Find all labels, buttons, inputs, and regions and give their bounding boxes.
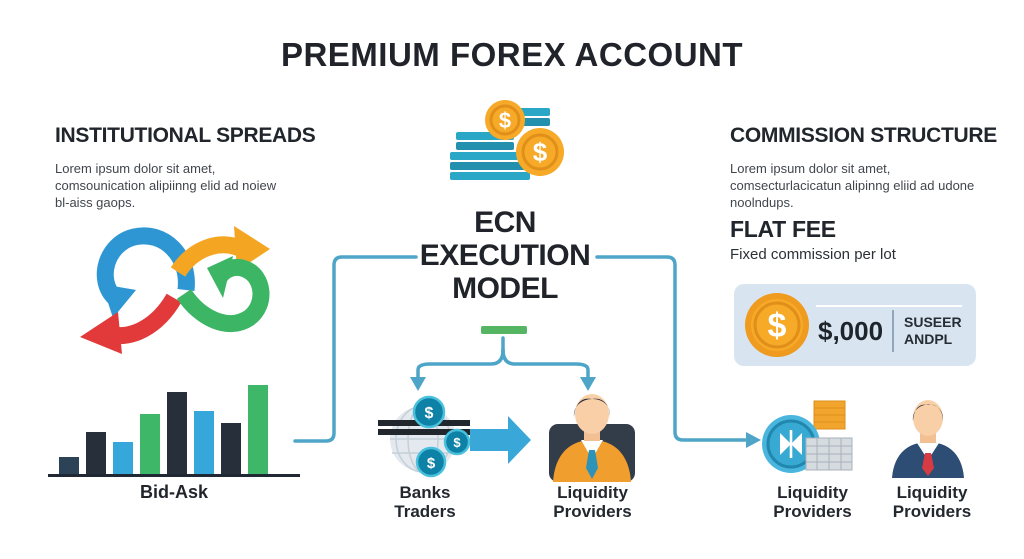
- bid-ask-bar: [221, 423, 241, 474]
- card-vertical-divider: [892, 310, 894, 352]
- branch-right: [501, 348, 590, 379]
- coin-stacks-icon: $ $: [450, 100, 564, 180]
- currency-swap-arrows-icon: [80, 226, 270, 354]
- banks-globe-icon: $ $ $: [378, 395, 471, 478]
- bid-ask-bar: [59, 457, 79, 474]
- page-title: PREMIUM FOREX ACCOUNT: [280, 36, 744, 73]
- branch-left: [416, 348, 505, 379]
- chart-baseline: [48, 474, 300, 477]
- flat-fee-subtext: Fixed commission per lot: [730, 246, 896, 263]
- card-divider-line: [816, 305, 962, 307]
- head: [913, 400, 943, 436]
- green-accent-bar: [481, 326, 527, 334]
- bid-ask-bar: [86, 432, 106, 474]
- fee-unit-label: SUSEER ANDPL: [904, 314, 962, 347]
- orange-dollar-coin-large: $: [516, 128, 564, 176]
- banks-traders-label: Banks Traders: [394, 483, 456, 521]
- bid-ask-chart-label: Bid-Ask: [139, 482, 208, 502]
- orange-dollar-coin-icon: $: [745, 293, 809, 357]
- fee-amount: $,000: [818, 316, 884, 346]
- bid-ask-bar: [248, 385, 268, 474]
- svg-text:$: $: [768, 307, 787, 345]
- ecn-line2: EXECUTION: [419, 239, 591, 272]
- ecn-line1: ECN: [474, 206, 536, 239]
- liquidity-provider-person-icon: [549, 394, 635, 482]
- commission-structure-heading: COMMISSION STRUCTURE: [730, 124, 998, 147]
- head: [575, 394, 609, 434]
- exchange-symbol: [780, 430, 802, 458]
- commission-structure-body: Lorem ipsum dolor sit amet, comsecturlac…: [730, 161, 975, 210]
- orange-coin-stack: [813, 400, 846, 430]
- teal-coin-stack: [450, 108, 550, 180]
- liquidity-exchange-icon: [762, 400, 853, 473]
- liquidity-providers-label-center: Liquidity Providers: [553, 483, 632, 521]
- ecn-line3: MODEL: [452, 272, 558, 305]
- flat-fee-card: $ $,000 SUSEER ANDPL: [734, 284, 976, 366]
- arrowhead-branch-left: [410, 377, 426, 391]
- svg-text:$: $: [425, 405, 434, 422]
- liquidity-providers-label-right2: Liquidity Providers: [892, 483, 972, 521]
- red-tie: [922, 453, 934, 476]
- flat-fee-heading: FLAT FEE: [730, 216, 836, 242]
- bid-ask-bars: [59, 385, 268, 474]
- bank-bar-bottom: [378, 429, 470, 435]
- svg-text:$: $: [533, 137, 548, 167]
- svg-text:$: $: [453, 435, 461, 450]
- ecn-execution-model-heading: ECN EXECUTION MODEL: [390, 206, 620, 305]
- arrowhead-branch-right: [580, 377, 596, 391]
- institutional-spreads-heading: INSTITUTIONAL SPREADS: [55, 124, 316, 147]
- svg-text:$: $: [499, 108, 511, 133]
- tie: [586, 450, 598, 479]
- orange-dollar-coin-small: $: [485, 100, 525, 140]
- bid-ask-bar: [140, 414, 160, 474]
- teal-dollar-coins: $ $ $: [412, 395, 471, 478]
- svg-text:$: $: [427, 455, 436, 472]
- big-right-arrow: [470, 416, 531, 464]
- bid-ask-bar: [167, 392, 187, 474]
- bid-ask-bar: [194, 411, 214, 474]
- bid-ask-bar: [113, 442, 133, 474]
- liquidity-provider-businessman-icon: [892, 400, 964, 478]
- gray-coin-stacks: [805, 437, 853, 471]
- bid-ask-bar-chart: [48, 385, 300, 477]
- institutional-spreads-body: Lorem ipsum dolor sit amet, comsounicati…: [55, 161, 277, 210]
- liquidity-providers-label-right1: Liquidity Providers: [773, 483, 852, 521]
